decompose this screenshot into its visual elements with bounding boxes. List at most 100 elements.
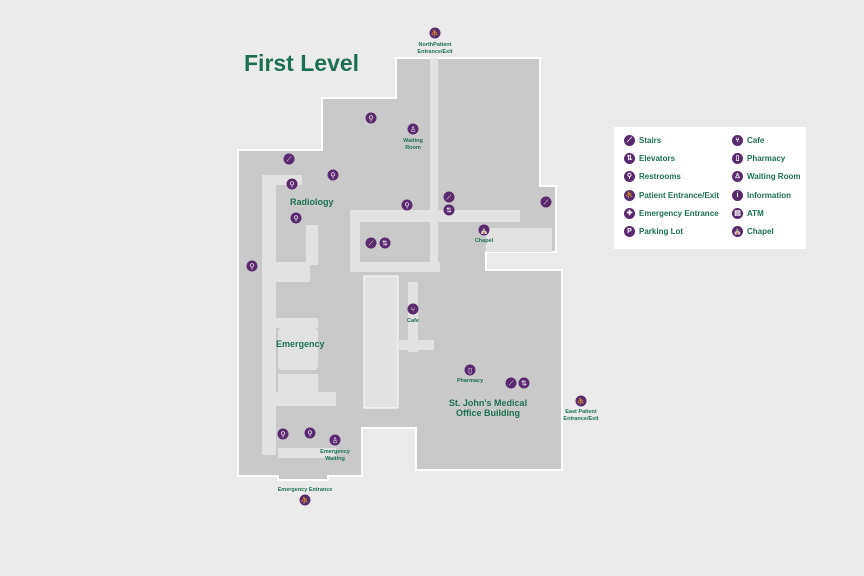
svg-text:⚲: ⚲ <box>307 430 312 438</box>
map-icons: ⛹ ⚲ ♙ ⟋ ⚲ ⚲ ⟋ ⟋ ⚲ ⇅ ⚲ ⛪ ⟋ ⇅ ⚲ ⑂ ▯ ⟋ ⇅ ⛹ … <box>246 27 587 506</box>
corridor-inner <box>306 225 318 265</box>
restroom-icon[interactable]: ⚲ <box>290 212 302 224</box>
parking-icon: P <box>624 226 635 237</box>
label-east-entrance-1: East Patient <box>565 409 597 415</box>
label-emergency-entrance: Emergency Entrance <box>278 487 333 493</box>
stairs-icon[interactable]: ⟋ <box>443 191 455 203</box>
cafe-icon[interactable]: ⑂ <box>407 303 419 315</box>
corridor-center <box>350 262 440 272</box>
patient-entrance-icon[interactable]: ⛹ <box>429 27 441 39</box>
restroom-icon[interactable]: ⚲ <box>286 178 298 190</box>
label-waiting-room-2: Room <box>405 145 421 151</box>
svg-text:⛪: ⛪ <box>480 226 489 235</box>
stairs-icon[interactable]: ⟋ <box>283 153 295 165</box>
svg-text:▯: ▯ <box>468 367 472 375</box>
courtyard <box>363 275 399 409</box>
legend-item-parking-lot: P Parking Lot <box>624 226 683 237</box>
restroom-icon[interactable]: ⚲ <box>401 199 413 211</box>
legend-item-emergency-entrance: ✚ Emergency Entrance <box>624 208 719 219</box>
label-east-entrance-2: Entrance/Exit <box>563 416 598 422</box>
svg-text:⚲: ⚲ <box>280 431 285 439</box>
waiting-room-icon[interactable]: ♙ <box>329 434 341 446</box>
corridor-south <box>278 448 336 458</box>
legend-label: Information <box>747 191 791 200</box>
legend-item-chapel: ⛪ Chapel <box>732 226 774 237</box>
emergency-bay <box>278 374 318 392</box>
label-pharmacy: Pharmacy <box>457 378 484 384</box>
restroom-icon: ⚲ <box>624 171 635 182</box>
svg-text:⛹: ⛹ <box>301 496 310 505</box>
corridor-north <box>430 58 438 268</box>
legend-item-patient-entrance: ⛹ Patient Entrance/Exit <box>624 190 719 201</box>
svg-text:⟋: ⟋ <box>369 240 374 248</box>
legend-item-information: i Information <box>732 190 791 201</box>
waiting-room-icon[interactable]: ♙ <box>407 123 419 135</box>
svg-text:⚲: ⚲ <box>404 202 409 210</box>
restroom-icon[interactable]: ⚲ <box>277 428 289 440</box>
corridor-west-top <box>262 175 302 185</box>
legend-item-pharmacy: ▯ Pharmacy <box>732 153 785 164</box>
area-radiology: Radiology <box>290 197 334 207</box>
legend-item-stairs: ⟋ Stairs <box>624 135 661 146</box>
page-title: First Level <box>244 50 360 76</box>
svg-text:⛹: ⛹ <box>577 397 586 406</box>
corridor-lower <box>276 392 336 406</box>
svg-text:⇅: ⇅ <box>382 240 388 248</box>
corridor-emergency <box>262 318 318 328</box>
corridor-main-east <box>350 210 520 222</box>
svg-text:⚲: ⚲ <box>330 172 335 180</box>
stairs-icon[interactable]: ⟋ <box>540 196 552 208</box>
stairs-icon[interactable]: ⟋ <box>365 237 377 249</box>
emergency-entrance-icon: ✚ <box>624 208 635 219</box>
elevator-icon: ⇅ <box>624 153 635 164</box>
legend-item-waiting-room: ♙ Waiting Room <box>732 171 800 182</box>
svg-text:♙: ♙ <box>332 437 338 445</box>
elevator-icon[interactable]: ⇅ <box>443 204 455 216</box>
legend-item-atm: ▤ ATM <box>732 208 764 219</box>
label-cafe: Cafe <box>407 318 419 324</box>
svg-text:⛹: ⛹ <box>431 29 440 38</box>
svg-text:⟋: ⟋ <box>509 380 514 388</box>
information-icon: i <box>732 190 743 201</box>
emergency-room <box>278 328 318 370</box>
label-chapel: Chapel <box>475 238 494 244</box>
corridor-west <box>262 175 276 455</box>
svg-text:⟋: ⟋ <box>447 194 452 202</box>
legend-label: Waiting Room <box>747 172 801 181</box>
area-emergency: Emergency <box>276 339 325 349</box>
svg-text:⚲: ⚲ <box>368 115 373 123</box>
area-medical-office-1: St. John's Medical <box>449 398 527 408</box>
svg-text:⚲: ⚲ <box>293 215 298 223</box>
label-north-entrance-1: NorthPatient <box>419 42 452 48</box>
svg-text:⟋: ⟋ <box>544 199 549 207</box>
label-waiting-room-1: Waiting <box>403 138 423 144</box>
radiology-inner <box>276 262 310 282</box>
chapel-icon[interactable]: ⛪ <box>478 224 490 236</box>
svg-text:⚲: ⚲ <box>289 181 294 189</box>
legend-item-elevators: ⇅ Elevators <box>624 153 675 164</box>
restroom-icon[interactable]: ⚲ <box>304 427 316 439</box>
label-north-entrance-2: Entrance/Exit <box>417 49 452 55</box>
legend-label: Elevators <box>639 154 676 163</box>
restroom-icon[interactable]: ⚲ <box>246 260 258 272</box>
restroom-icon[interactable]: ⚲ <box>365 112 377 124</box>
elevator-icon[interactable]: ⇅ <box>379 237 391 249</box>
legend-label: Cafe <box>747 136 765 145</box>
corridor-chapel <box>486 228 552 252</box>
legend-label: Stairs <box>639 136 662 145</box>
restroom-icon[interactable]: ⚲ <box>327 169 339 181</box>
corridor-medical <box>398 340 434 350</box>
stairs-icon[interactable]: ⟋ <box>505 377 517 389</box>
elevator-icon[interactable]: ⇅ <box>518 377 530 389</box>
emergency-entrance-icon[interactable]: ⛹ <box>299 494 311 506</box>
patient-entrance-icon[interactable]: ⛹ <box>575 395 587 407</box>
svg-text:⇅: ⇅ <box>446 207 452 215</box>
svg-text:⑂: ⑂ <box>411 306 415 314</box>
legend-label: Parking Lot <box>639 227 684 236</box>
atm-icon: ▤ <box>732 208 743 219</box>
pharmacy-icon[interactable]: ▯ <box>464 364 476 376</box>
cafe-icon: ⑂ <box>732 135 743 146</box>
legend-label: Restrooms <box>639 172 681 181</box>
svg-text:♙: ♙ <box>410 126 416 134</box>
